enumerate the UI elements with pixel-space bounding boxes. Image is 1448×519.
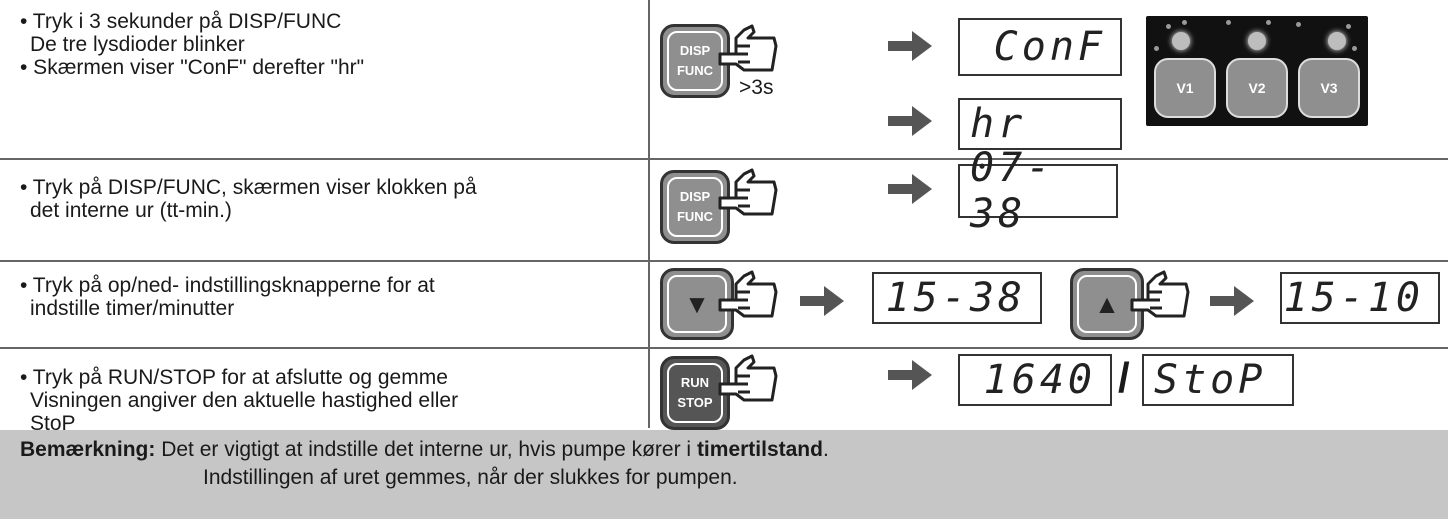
step-row-2 bbox=[0, 158, 1448, 262]
led-dot bbox=[1352, 46, 1357, 51]
hand-press-icon bbox=[718, 168, 778, 216]
step-4-text: • Tryk på RUN/STOP for at afslutte og ge… bbox=[20, 366, 458, 435]
step-row-3 bbox=[0, 260, 1448, 349]
run-label: RUN bbox=[680, 375, 710, 390]
note-bold-term: timertilstand bbox=[696, 438, 823, 461]
lcd-stop: StoP bbox=[1142, 354, 1294, 406]
step-4-line-2: Visningen angiver den aktuelle hastighed… bbox=[30, 389, 459, 412]
step-1-line-2: De tre lysdioder blinker bbox=[30, 33, 245, 56]
led-dot bbox=[1346, 24, 1351, 29]
note-line-1: Bemærkning: Det er vigtigt at indstille … bbox=[20, 438, 829, 462]
disp-label: DISP bbox=[679, 189, 711, 204]
step-2-line-2: det interne ur (tt-min.) bbox=[30, 199, 232, 222]
led-dot bbox=[1154, 46, 1159, 51]
led-light-v2 bbox=[1248, 32, 1266, 50]
led-dot bbox=[1182, 20, 1187, 25]
step-4-line-1: • Tryk på RUN/STOP for at afslutte og ge… bbox=[20, 366, 448, 389]
stop-label: STOP bbox=[677, 395, 713, 410]
disp-label: DISP bbox=[679, 43, 711, 58]
step-1-line-1: • Tryk i 3 sekunder på DISP/FUNC bbox=[20, 10, 342, 33]
arrow-icon bbox=[888, 360, 932, 390]
up-arrow-icon: ▲ bbox=[1094, 289, 1120, 319]
lcd-speed: 1640 bbox=[958, 354, 1112, 406]
func-label: FUNC bbox=[676, 63, 714, 78]
led-dot bbox=[1266, 20, 1271, 25]
lcd-conf: ConF bbox=[958, 18, 1122, 76]
column-divider bbox=[648, 0, 650, 428]
led-dot bbox=[1296, 22, 1301, 27]
lcd-hr: hr bbox=[958, 98, 1122, 150]
led-dot bbox=[1166, 24, 1171, 29]
down-arrow-icon: ▼ bbox=[684, 289, 710, 319]
note-box: Bemærkning: Det er vigtigt at indstille … bbox=[0, 430, 1448, 519]
v2-button[interactable]: V2 bbox=[1226, 58, 1288, 118]
step-3-line-1: • Tryk på op/ned- indstillingsknapperne … bbox=[20, 274, 435, 297]
step-3-text: • Tryk på op/ned- indstillingsknapperne … bbox=[20, 274, 435, 320]
step-1-line-3: • Skærmen viser "ConF" derefter "hr" bbox=[20, 56, 365, 79]
lcd-time: 07-38 bbox=[958, 145, 1118, 237]
step-row-1 bbox=[0, 0, 1448, 160]
arrow-icon bbox=[888, 106, 932, 136]
step-2-line-1: • Tryk på DISP/FUNC, skærmen viser klokk… bbox=[20, 176, 477, 199]
arrow-icon bbox=[888, 31, 932, 61]
up-button[interactable]: ▲ bbox=[1070, 268, 1144, 340]
note-text-1: Det er vigtigt at indstille det interne … bbox=[155, 438, 697, 461]
lcd-time-up: 15-10 bbox=[1280, 272, 1440, 324]
led-panel: V1 V2 V3 bbox=[1146, 16, 1368, 126]
led-dot bbox=[1226, 20, 1231, 25]
note-line-2: Indstillingen af uret gemmes, når der sl… bbox=[203, 466, 738, 489]
hand-press-icon bbox=[718, 24, 778, 72]
step-3-line-2: indstille timer/minutter bbox=[30, 297, 235, 320]
slash-separator: / bbox=[1118, 354, 1130, 401]
hand-press-icon bbox=[718, 354, 778, 402]
hand-press-icon bbox=[718, 270, 778, 318]
arrow-icon bbox=[888, 174, 932, 204]
func-label: FUNC bbox=[676, 209, 714, 224]
hold-time-label: >3s bbox=[739, 76, 774, 99]
step-2-text: • Tryk på DISP/FUNC, skærmen viser klokk… bbox=[20, 176, 477, 222]
hand-press-icon bbox=[1130, 270, 1190, 318]
led-light-v1 bbox=[1172, 32, 1190, 50]
arrow-icon bbox=[1210, 286, 1254, 316]
v1-button[interactable]: V1 bbox=[1154, 58, 1216, 118]
lcd-time-down: 15-38 bbox=[872, 272, 1042, 324]
v3-button[interactable]: V3 bbox=[1298, 58, 1360, 118]
note-label: Bemærkning: bbox=[20, 438, 156, 461]
note-period: . bbox=[822, 438, 829, 461]
step-4-line-3: StoP bbox=[30, 412, 76, 435]
arrow-icon bbox=[800, 286, 844, 316]
led-light-v3 bbox=[1328, 32, 1346, 50]
run-stop-button[interactable]: RUN STOP bbox=[660, 356, 730, 430]
step-1-text: • Tryk i 3 sekunder på DISP/FUNC De tre … bbox=[20, 10, 364, 79]
